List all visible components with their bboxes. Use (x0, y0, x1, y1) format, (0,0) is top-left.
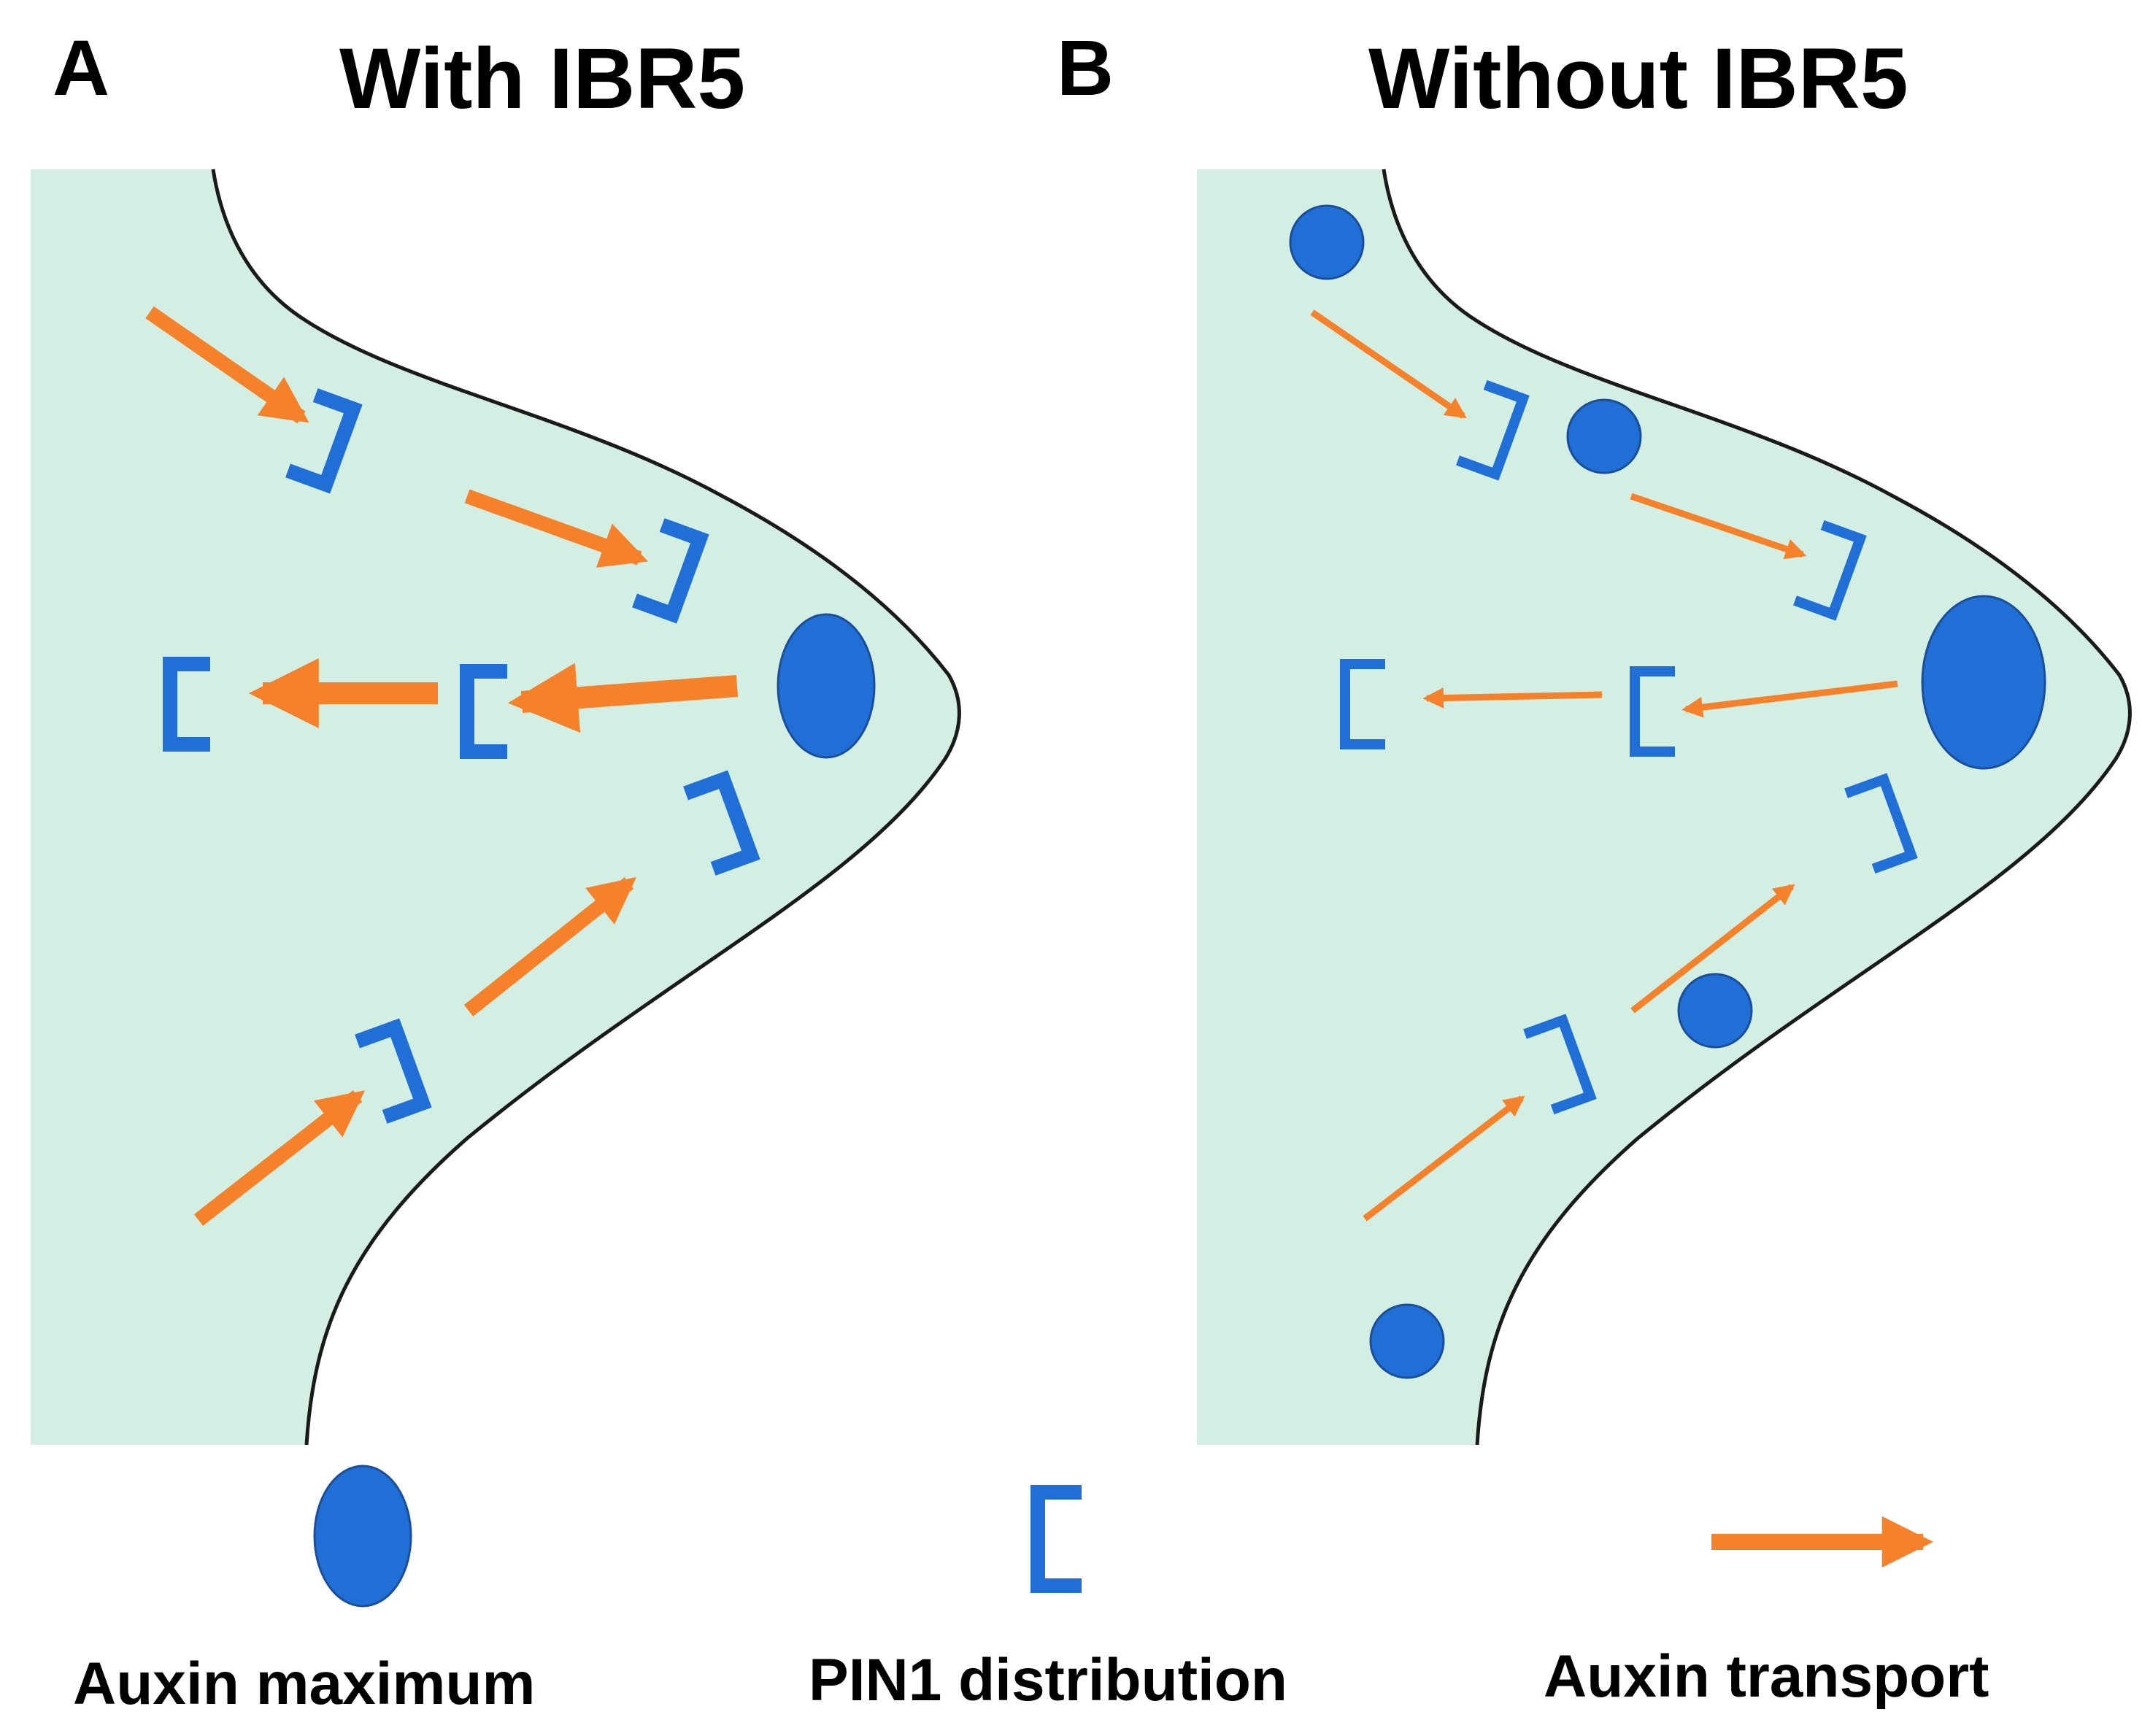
auxin-maximum-small (1369, 1303, 1445, 1379)
pin1-bracket (355, 1018, 432, 1124)
transport-arrow (1630, 884, 1795, 1014)
panel-a-outline (211, 169, 961, 1446)
panel-b (1197, 169, 2132, 1446)
legend: Auxin maximum PIN1 distribution Auxin tr… (73, 1465, 1989, 1717)
transport-arrow (1363, 1095, 1525, 1222)
panel-b-outline (1382, 169, 2132, 1446)
pin1-bracket (1844, 773, 1918, 874)
auxin-maximum-tip-b (1921, 595, 2046, 770)
panel-a-title: With IBR5 (339, 31, 745, 127)
legend-transport-label: Auxin transport (1544, 1643, 1989, 1710)
panel-a-tissue (31, 169, 960, 1445)
panel-b-tissue (1197, 169, 2130, 1445)
transport-arrow (464, 489, 649, 568)
pin1-bracket (683, 770, 760, 876)
pin1-bracket (1340, 659, 1385, 749)
auxin-maximum-small (1566, 398, 1642, 474)
panel-b-letter: B (1057, 23, 1114, 112)
panel-a-letter: A (53, 23, 109, 112)
transport-arrow (145, 306, 309, 424)
pin1-bracket (1523, 1014, 1597, 1115)
panel-a (31, 169, 961, 1446)
transport-arrow (1310, 309, 1467, 419)
pin1-bracket (285, 388, 363, 494)
auxin-maximum-small (1677, 973, 1753, 1049)
pin1-bracket (632, 518, 709, 624)
transport-arrow (193, 1090, 366, 1226)
transport-arrow (1681, 680, 1898, 718)
pin1-bracket (460, 664, 507, 759)
pin1-bracket (1793, 520, 1867, 621)
transport-arrow (1422, 687, 1603, 709)
legend-pin1-label: PIN1 distribution (809, 1647, 1287, 1713)
transport-arrow (1630, 493, 1807, 560)
pin1-bracket (163, 657, 210, 752)
pin1-bracket (1456, 379, 1530, 481)
panel-b-title: Without IBR5 (1368, 31, 1908, 127)
transport-arrow (507, 663, 739, 733)
auxin-maximum-tip-a (777, 613, 876, 759)
transport-arrow (463, 877, 637, 1016)
legend-auxin-maximum-label: Auxin maximum (73, 1651, 535, 1717)
legend-pin1-icon (1030, 1485, 1082, 1593)
auxin-maximum-small (1289, 204, 1365, 280)
pin1-bracket (1630, 666, 1675, 757)
legend-auxin-maximum-icon (313, 1465, 412, 1608)
